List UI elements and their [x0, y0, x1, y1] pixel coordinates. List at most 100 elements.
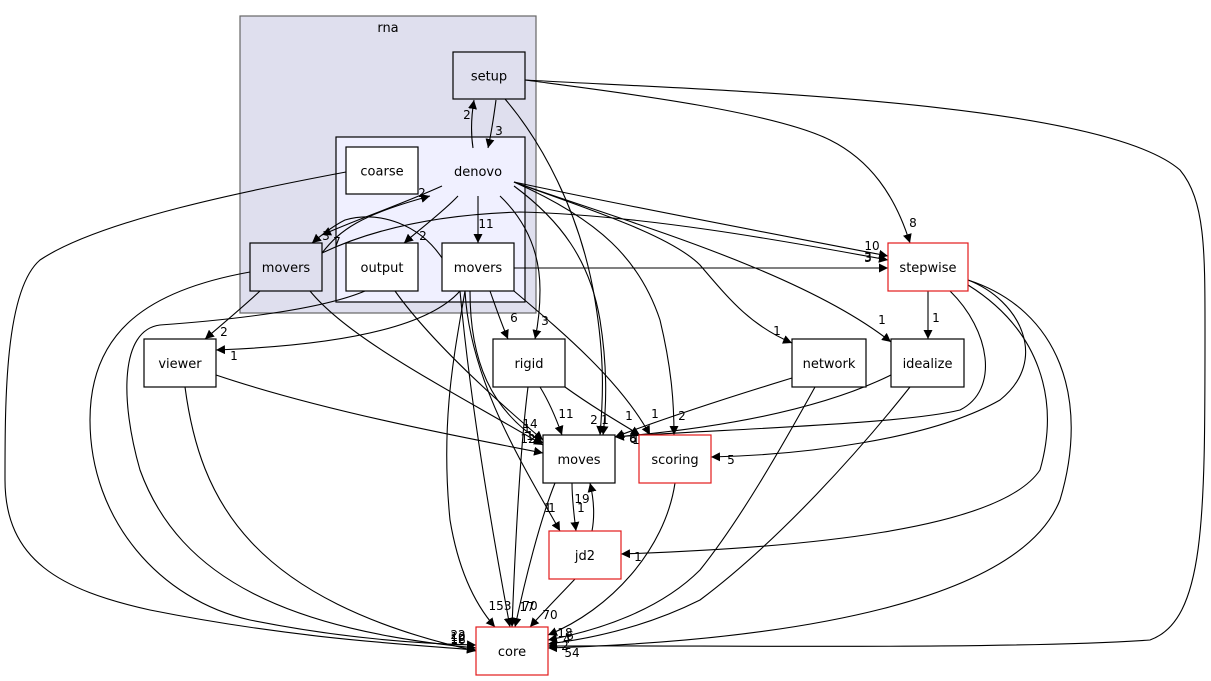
cluster-label[interactable]: denovo — [454, 165, 502, 180]
edge-count-label[interactable]: 5 — [727, 453, 735, 467]
dependency-arrow — [513, 181, 679, 436]
node-rna-movers[interactable]: movers — [249, 242, 323, 292]
node-coarse[interactable]: coarse — [345, 146, 419, 195]
edge-count-label[interactable]: 2 — [463, 108, 471, 122]
edge-count-label[interactable]: 1 — [932, 311, 940, 325]
edge-count-label[interactable]: 1 — [230, 349, 238, 363]
node-label[interactable]: scoring — [651, 453, 698, 468]
node-label[interactable]: setup — [471, 70, 507, 85]
edge-stepwise-scoring: 5 — [710, 279, 1027, 467]
edge-count-label[interactable]: 153 — [489, 599, 512, 613]
node-label[interactable]: moves — [557, 453, 600, 468]
edge-count-label[interactable]: 1 — [577, 501, 585, 515]
node-rigid[interactable]: rigid — [492, 338, 566, 388]
node-box[interactable] — [638, 434, 712, 484]
dependency-arrow — [547, 279, 1072, 653]
edge-count-label[interactable]: 3 — [495, 124, 503, 138]
node-idealize[interactable]: idealize — [890, 338, 965, 388]
edge-count-label[interactable]: 22 — [450, 628, 465, 642]
node-moves[interactable]: moves — [542, 434, 616, 484]
edge-count-label[interactable]: 11 — [478, 217, 493, 231]
node-label[interactable]: jd2 — [574, 549, 595, 564]
edge-count-label[interactable]: 12 — [520, 432, 535, 446]
node-box[interactable] — [791, 338, 867, 388]
edge-denovo-moves: 1 — [513, 185, 609, 436]
node-label[interactable]: viewer — [158, 357, 202, 372]
edge-count-label[interactable]: 8 — [629, 431, 637, 445]
edge-count-label[interactable]: 2 — [220, 325, 228, 339]
edge-count-label[interactable]: 4 — [563, 632, 571, 646]
edge-count-label[interactable]: 10 — [450, 630, 465, 644]
node-viewer[interactable]: viewer — [143, 338, 217, 388]
edge-count-label[interactable]: 1 — [634, 550, 642, 564]
node-box[interactable] — [452, 51, 526, 100]
node-label[interactable]: network — [803, 357, 856, 372]
cluster-label[interactable]: rna — [377, 21, 398, 36]
edge-count-label[interactable]: 2 — [678, 409, 686, 423]
edge-count-label[interactable]: 70 — [542, 608, 557, 622]
edge-count-label[interactable]: 1 — [625, 409, 633, 423]
edge-count-label[interactable]: 3 — [864, 250, 872, 264]
node-box[interactable] — [548, 530, 622, 580]
edge-count-label[interactable]: 2 — [419, 229, 427, 243]
node-setup[interactable]: setup — [452, 51, 526, 100]
edge-count-label[interactable]: 1 — [632, 433, 640, 447]
edge-count-label[interactable]: 3 — [864, 251, 872, 265]
node-box[interactable] — [345, 146, 419, 195]
node-label[interactable]: core — [498, 645, 526, 660]
edge-count-label[interactable]: 11 — [558, 407, 573, 421]
node-box[interactable] — [143, 338, 217, 388]
edge-denovo-scoring: 2 — [513, 181, 686, 436]
edge-count-label[interactable]: 6 — [629, 432, 637, 446]
edge-count-label[interactable]: 1 — [544, 501, 552, 515]
edge-count-label[interactable]: 14 — [522, 417, 537, 431]
edge-count-label[interactable]: 18 — [557, 626, 572, 640]
node-network[interactable]: network — [791, 338, 867, 388]
node-box[interactable] — [542, 434, 616, 484]
edge-count-label[interactable]: 54 — [564, 646, 579, 660]
edge-count-label[interactable]: 1 — [878, 313, 886, 327]
edge-count-label[interactable]: 2 — [590, 413, 598, 427]
edge-count-label[interactable]: 19 — [574, 492, 589, 506]
node-box[interactable] — [887, 242, 969, 292]
edge-count-label[interactable]: 2 — [418, 186, 426, 200]
node-denovo-movers[interactable]: movers — [441, 242, 515, 292]
node-label[interactable]: rigid — [514, 357, 543, 372]
edge-count-label[interactable]: 70 — [522, 599, 537, 613]
edge-count-label[interactable]: 1 — [548, 501, 556, 515]
edge-count-label[interactable]: 2 — [561, 639, 569, 653]
node-output[interactable]: output — [345, 242, 419, 292]
node-box[interactable] — [441, 242, 515, 292]
edge-count-label[interactable]: 10 — [864, 239, 879, 253]
node-stepwise[interactable]: stepwise — [887, 242, 969, 292]
node-box[interactable] — [475, 626, 549, 676]
edge-count-label[interactable]: 1 — [773, 324, 781, 338]
edge-count-label[interactable]: 17 — [519, 600, 534, 614]
node-box[interactable] — [492, 338, 566, 388]
node-box[interactable] — [249, 242, 323, 292]
node-box[interactable] — [890, 338, 965, 388]
node-box[interactable] — [345, 242, 419, 292]
edge-rnamovers-denovo: 2 — [321, 186, 431, 254]
edge-count-label[interactable]: 16 — [450, 633, 465, 647]
node-label[interactable]: coarse — [360, 165, 403, 180]
node-label[interactable]: movers — [262, 261, 311, 276]
node-label[interactable]: movers — [454, 261, 503, 276]
node-label[interactable]: idealize — [903, 357, 953, 372]
edge-count-label[interactable]: 1 — [601, 413, 609, 427]
edge-count-label[interactable]: 1 — [523, 422, 531, 436]
edge-count-label[interactable]: 1 — [651, 407, 659, 421]
edge-count-label[interactable]: 6 — [566, 629, 574, 643]
node-label[interactable]: stepwise — [899, 261, 956, 276]
edge-count-label[interactable]: 12 — [450, 632, 465, 646]
edge-count-label[interactable]: 8 — [909, 216, 917, 230]
edge-count-label[interactable]: 3 — [322, 229, 330, 243]
edge-count-label[interactable]: 3 — [541, 314, 549, 328]
node-jd2[interactable]: jd2 — [548, 530, 622, 580]
node-scoring[interactable]: scoring — [638, 434, 712, 484]
node-core[interactable]: core — [475, 626, 549, 676]
edge-count-label[interactable]: 6 — [510, 311, 518, 325]
node-label[interactable]: output — [361, 261, 404, 276]
edge-count-label[interactable]: 7 — [333, 235, 341, 249]
edge-count-label[interactable]: 1 — [526, 429, 534, 443]
